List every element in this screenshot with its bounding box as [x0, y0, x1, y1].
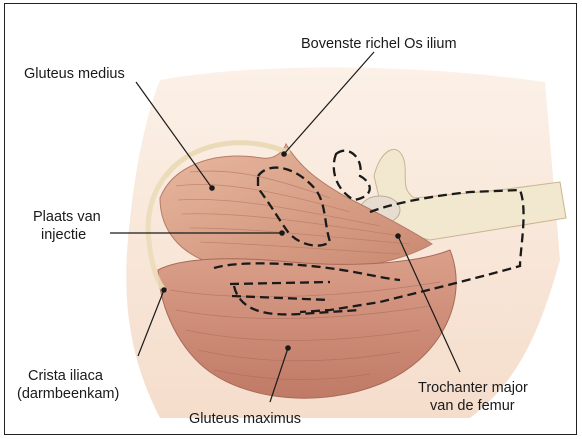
- label-plaats-line1: Plaats van: [33, 209, 101, 225]
- label-crista-line1: Crista iliaca: [28, 368, 104, 384]
- label-crista-line2: (darmbeenkam): [17, 386, 119, 402]
- label-plaats-line2: injectie: [41, 227, 86, 243]
- label-gluteus-medius: Gluteus medius: [24, 66, 125, 82]
- label-trochanter-line1: Trochanter major: [418, 380, 528, 396]
- label-gluteus-maximus: Gluteus maximus: [189, 411, 301, 427]
- label-bovenste-richel: Bovenste richel Os ilium: [301, 36, 457, 52]
- label-trochanter-line2: van de femur: [430, 398, 515, 414]
